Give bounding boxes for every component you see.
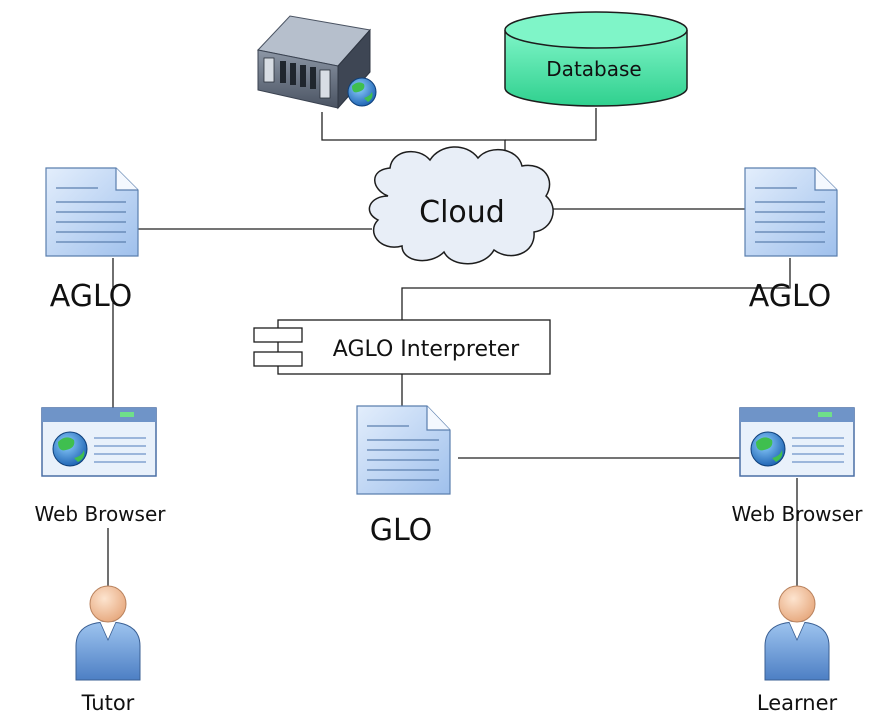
database-label: Database — [546, 57, 641, 81]
cloud-icon: Cloud — [368, 146, 554, 265]
aglo-right-document — [744, 167, 838, 257]
aglo-left-document — [45, 167, 139, 257]
database-icon: Database — [504, 11, 688, 107]
browser-left-label: Web Browser — [34, 502, 166, 526]
browser-left — [41, 407, 157, 477]
browser-right — [739, 407, 855, 477]
aglo-left-label: AGLO — [50, 279, 133, 314]
glo-document — [356, 405, 451, 495]
cloud-label: Cloud — [419, 195, 505, 230]
tutor-label: Tutor — [81, 691, 135, 715]
connections — [107, 108, 798, 588]
interpreter-component: AGLO Interpreter — [253, 319, 551, 375]
glo-label: GLO — [370, 513, 433, 548]
document-icon — [744, 167, 838, 257]
user-icon — [764, 585, 830, 681]
line-server-to-cloud — [321, 112, 506, 158]
user-icon — [75, 585, 141, 681]
tutor-person — [75, 585, 141, 681]
document-icon — [45, 167, 139, 257]
line-aglo-right-to-interpreter — [401, 258, 791, 320]
learner-person — [764, 585, 830, 681]
web-browser-icon — [41, 407, 157, 477]
aglo-right-label: AGLO — [749, 279, 832, 314]
interpreter-label: AGLO Interpreter — [333, 337, 520, 362]
line-database-to-cloud — [505, 108, 597, 141]
browser-right-label: Web Browser — [731, 502, 863, 526]
web-browser-icon — [739, 407, 855, 477]
learner-label: Learner — [757, 691, 838, 715]
server-icon — [257, 15, 377, 110]
component-icon — [253, 327, 303, 367]
document-icon — [356, 405, 451, 495]
